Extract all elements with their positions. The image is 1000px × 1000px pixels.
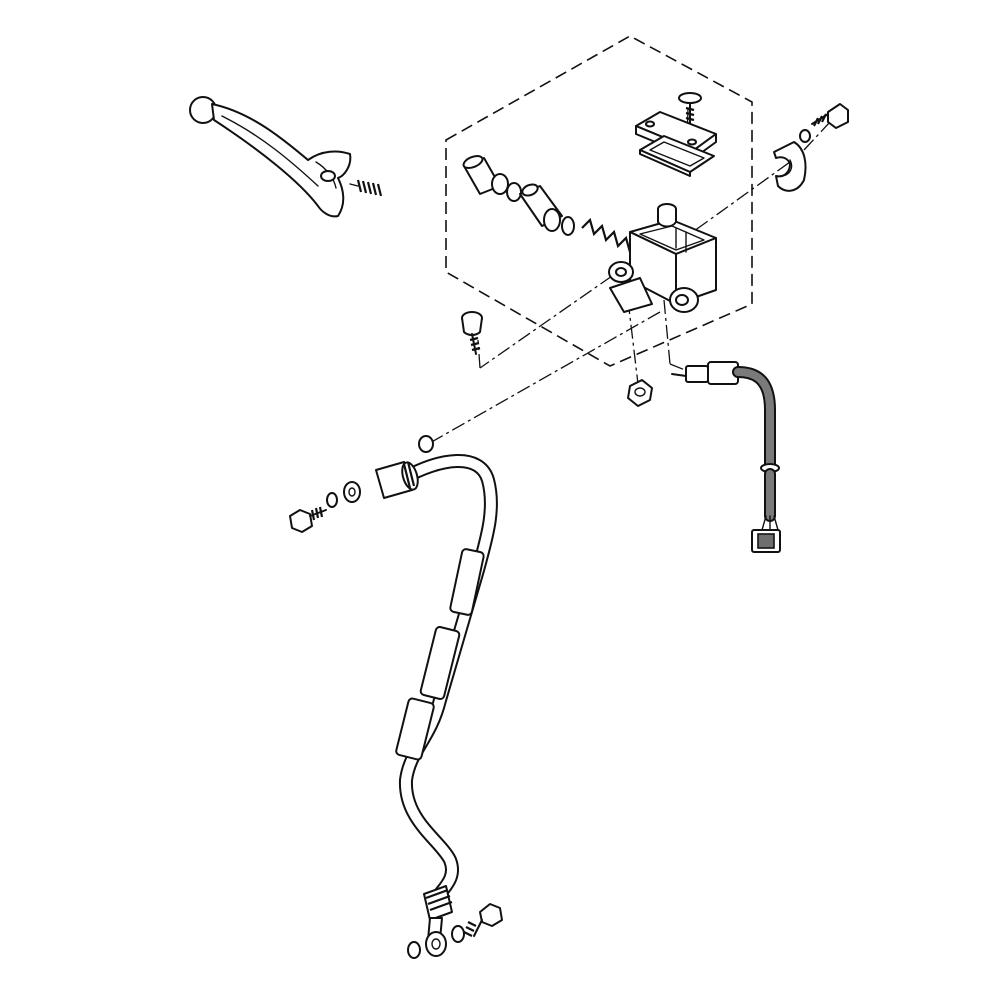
brake-lever [189, 96, 352, 218]
brake-hose [375, 454, 498, 941]
cap-diaphragm [639, 135, 715, 177]
lever-spring [349, 179, 383, 197]
leader-lines [427, 107, 831, 445]
brake-light-switch [671, 361, 780, 531]
handlebar-clamp [773, 141, 807, 192]
master-cylinder-body [608, 203, 717, 313]
clamp-bolt [811, 103, 849, 129]
pivot-bolt [461, 311, 483, 355]
piston-kit [462, 155, 575, 236]
pivot-nut [627, 379, 653, 407]
switch-connector [751, 529, 781, 553]
banjo-bolt [463, 903, 503, 937]
clamp-washer [799, 129, 811, 143]
banjo-bolt [289, 506, 327, 533]
sealing-washer [326, 435, 465, 959]
assembly-boundary [445, 35, 753, 367]
cap-screw [678, 92, 702, 127]
